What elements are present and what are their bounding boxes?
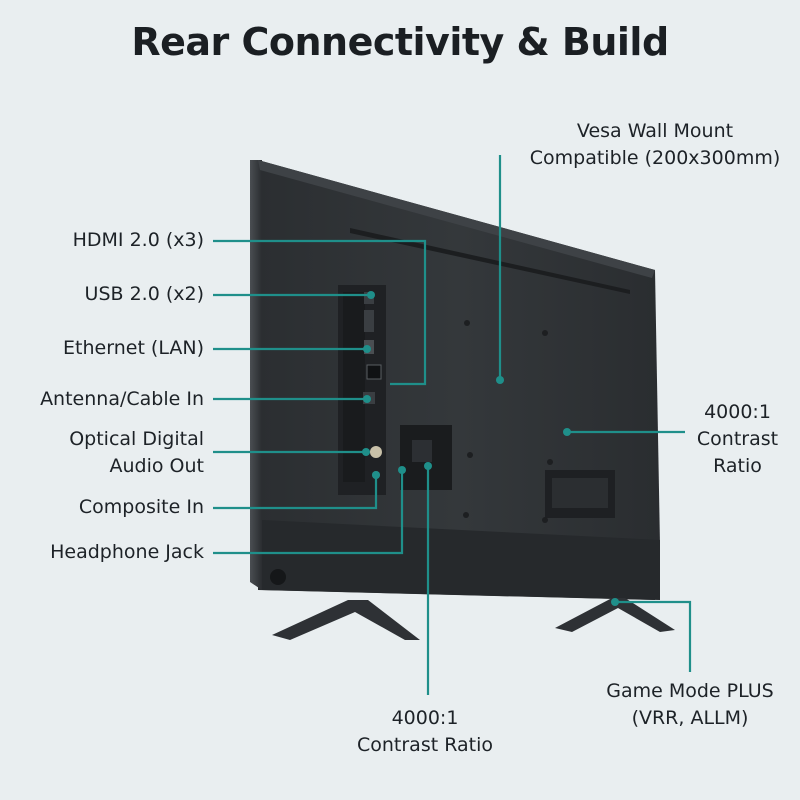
mount-holes xyxy=(463,320,553,523)
usb-dot xyxy=(367,291,375,299)
contrast-bottom-line2: Contrast Ratio xyxy=(356,734,493,756)
composite-label: Composite In xyxy=(78,496,204,518)
contrast-bottom-dot xyxy=(424,462,432,470)
optical-label-line1: Optical Digital xyxy=(69,428,204,450)
vesa-label-line1: Vesa Wall Mount xyxy=(576,120,734,142)
composite-dot xyxy=(372,471,380,479)
hdmi-label: HDMI 2.0 (x3) xyxy=(72,229,204,251)
game-mode-dot xyxy=(611,598,619,606)
headphone-label: Headphone Jack xyxy=(50,541,204,563)
contrast-right-label: 4000:1 Contrast Ratio xyxy=(680,399,795,480)
headphone-callout-line xyxy=(213,470,404,555)
vesa-label-line2: Compatible (200x300mm) xyxy=(529,147,781,169)
contrast-right-line1: 4000:1 xyxy=(704,401,771,423)
composite-callout-line xyxy=(213,475,378,510)
headphone-dot xyxy=(398,466,406,474)
contrast-right-line2: Contrast xyxy=(696,428,779,450)
usb-label: USB 2.0 (x2) xyxy=(84,283,204,305)
game-mode-line2: (VRR, ALLM) xyxy=(631,707,749,729)
antenna-dot xyxy=(363,395,371,403)
page-title: Rear Connectivity & Build xyxy=(131,20,669,64)
game-mode-line1: Game Mode PLUS xyxy=(606,680,774,702)
optical-label: Optical Digital Audio Out xyxy=(69,426,204,480)
game-mode-label: Game Mode PLUS (VRR, ALLM) xyxy=(585,678,795,732)
ethernet-dot xyxy=(363,345,371,353)
contrast-right-dot xyxy=(563,428,571,436)
contrast-right-line3: Ratio xyxy=(713,455,762,477)
contrast-bottom-label: 4000:1 Contrast Ratio xyxy=(325,705,525,759)
tv-body xyxy=(250,160,660,600)
vesa-dot xyxy=(496,376,504,384)
game-mode-callout-line xyxy=(615,600,692,672)
optical-dot xyxy=(362,448,370,456)
port-panel xyxy=(338,285,452,495)
vesa-label: Vesa Wall Mount Compatible (200x300mm) xyxy=(505,118,800,172)
vent-block xyxy=(545,470,615,518)
antenna-label: Antenna/Cable In xyxy=(40,388,204,410)
ethernet-label: Ethernet (LAN) xyxy=(63,337,204,359)
optical-label-line2: Audio Out xyxy=(109,455,205,477)
tv-stands xyxy=(272,598,675,640)
hdmi-callout-line xyxy=(213,239,427,386)
contrast-bottom-line1: 4000:1 xyxy=(391,707,459,729)
